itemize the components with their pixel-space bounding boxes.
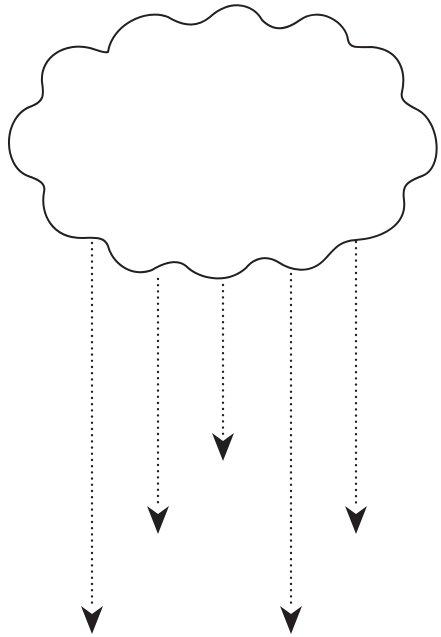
dotted-down-arrow-icon — [212, 283, 234, 461]
dotted-down-arrow-icon — [280, 272, 302, 634]
dotted-down-arrow-icon — [147, 277, 169, 534]
arrow-head — [147, 506, 169, 534]
arrow-head — [212, 433, 234, 461]
dotted-down-arrow-icon — [81, 241, 103, 634]
arrow-head — [280, 606, 302, 634]
cloud-icon — [8, 4, 438, 280]
rain-arrows — [81, 240, 367, 634]
dotted-down-arrow-icon — [345, 240, 367, 534]
arrow-head — [345, 506, 367, 534]
arrow-head — [81, 606, 103, 634]
